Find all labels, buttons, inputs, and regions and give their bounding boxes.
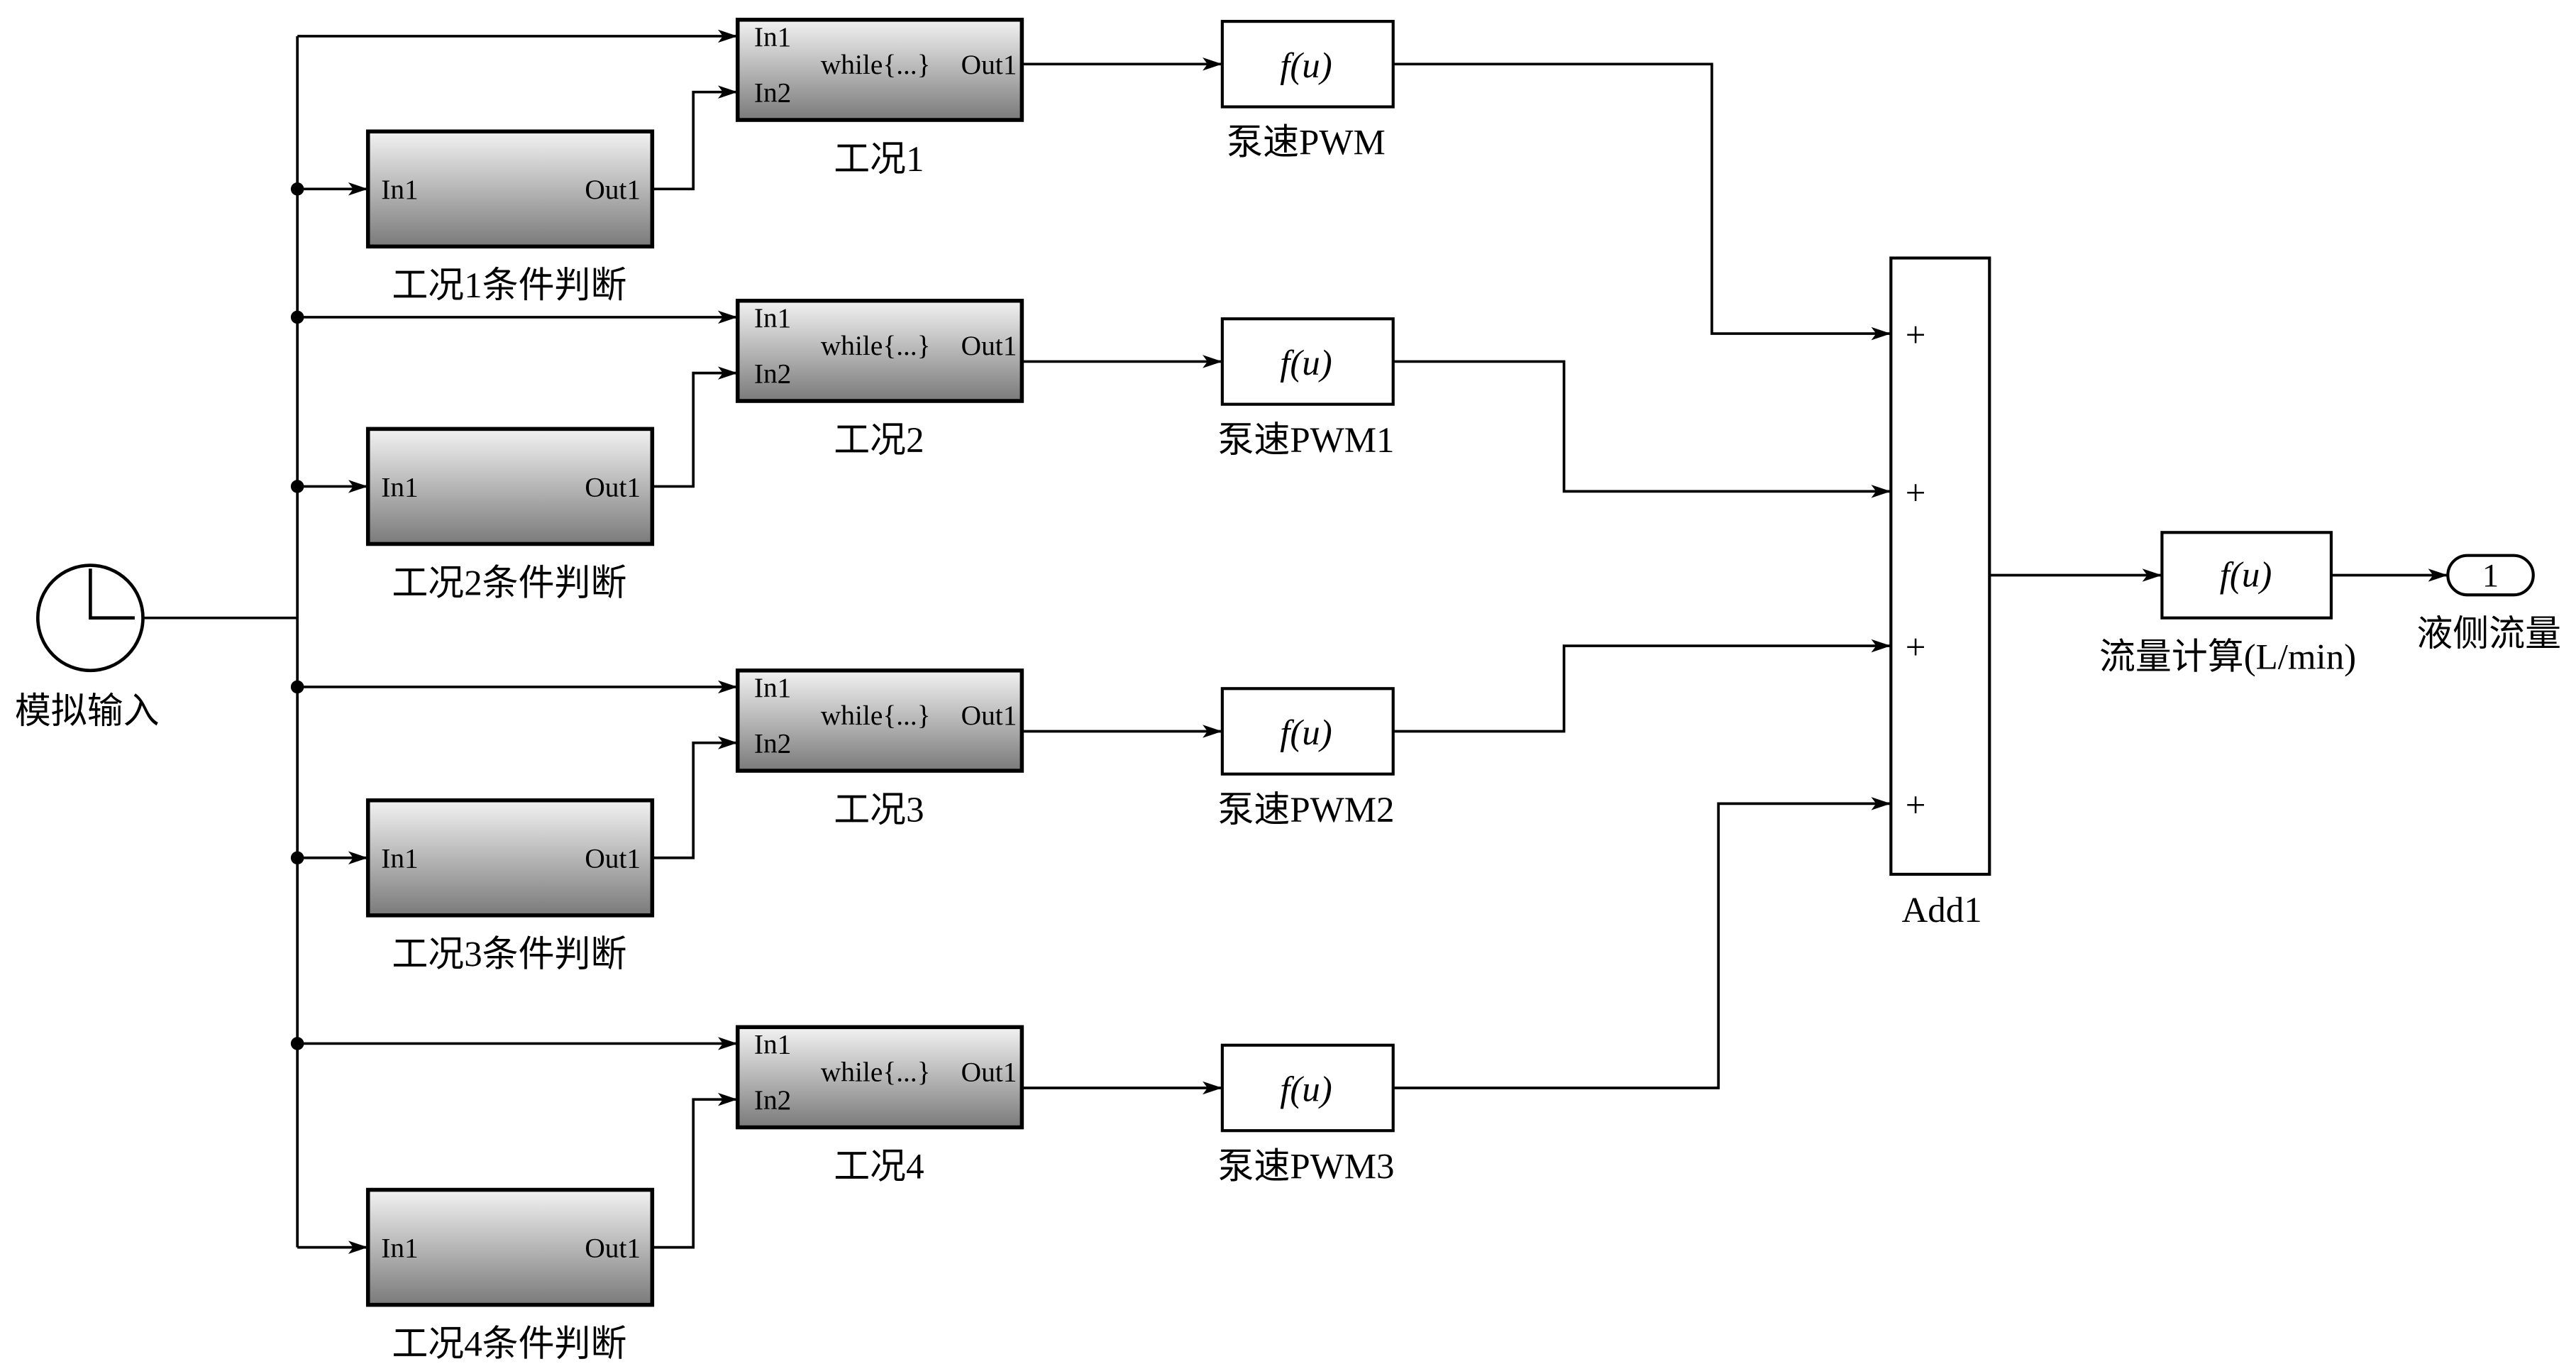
flow-fcn-label: 流量计算(L/min) bbox=[2099, 637, 2356, 677]
cond-to-while-line bbox=[652, 366, 738, 488]
while-in2-port: In2 bbox=[754, 77, 791, 109]
while-text: while{...} bbox=[821, 700, 931, 731]
junction-dot bbox=[290, 310, 304, 324]
sum-sign: + bbox=[1906, 316, 1926, 356]
while-block-label: 工况4 bbox=[834, 1147, 924, 1187]
add1-label: Add1 bbox=[1902, 891, 1982, 930]
while-out1-port: Out1 bbox=[961, 700, 1017, 731]
fcn-text: f(u) bbox=[1280, 1069, 1332, 1109]
fcn-to-sum-line bbox=[1393, 639, 1891, 733]
cond-to-while-line bbox=[652, 736, 738, 859]
cond-out1-port: Out1 bbox=[585, 1232, 641, 1263]
condition-subsystem-block[interactable] bbox=[365, 427, 655, 546]
while-subsystem-block[interactable] bbox=[735, 1025, 1024, 1130]
condition-block-label: 工况4条件判断 bbox=[392, 1324, 626, 1364]
condition-subsystem-block[interactable] bbox=[365, 129, 655, 249]
while-in2-port: In2 bbox=[754, 1084, 791, 1116]
junction-dot bbox=[290, 851, 304, 865]
junction-dot bbox=[290, 480, 304, 493]
while-in2-port: In2 bbox=[754, 358, 791, 390]
fcn-block[interactable] bbox=[1220, 20, 1395, 109]
clock-source-block[interactable] bbox=[35, 563, 145, 673]
clock-icon bbox=[89, 568, 135, 620]
cond-in1-port: In1 bbox=[381, 471, 418, 502]
while-block-label: 工况3 bbox=[834, 791, 924, 830]
while-out1-port: Out1 bbox=[961, 330, 1017, 361]
while-text: while{...} bbox=[821, 1057, 931, 1088]
while-block-label: 工况1 bbox=[834, 140, 924, 180]
while-in1-port: In1 bbox=[754, 302, 791, 334]
fcn-block-label: 泵速PWM1 bbox=[1217, 421, 1394, 461]
cond-to-while-line bbox=[652, 1092, 738, 1249]
while-out1-port: Out1 bbox=[961, 49, 1017, 80]
cond-to-while-line bbox=[652, 85, 738, 191]
cond-in1-port: In1 bbox=[381, 174, 418, 205]
flow-fcn-block[interactable] bbox=[2160, 531, 2333, 620]
while-text: while{...} bbox=[821, 330, 931, 361]
fcn-block-label: 泵速PWM2 bbox=[1217, 791, 1394, 830]
cond-out1-port: Out1 bbox=[585, 843, 641, 874]
sum-sign: + bbox=[1906, 786, 1926, 825]
fcn-text: f(u) bbox=[1280, 46, 1332, 86]
fcn-to-sum-line bbox=[1393, 360, 1891, 498]
sum-sign: + bbox=[1906, 473, 1926, 513]
fcn-to-sum-line bbox=[1393, 797, 1891, 1089]
fcn-text: f(u) bbox=[1280, 343, 1332, 383]
while-subsystem-block[interactable] bbox=[735, 298, 1024, 403]
flow-fcn-text: f(u) bbox=[2220, 556, 2272, 595]
fcn-block[interactable] bbox=[1220, 687, 1395, 776]
fcn-block[interactable] bbox=[1220, 317, 1395, 406]
outport-number: 1 bbox=[2482, 559, 2499, 595]
junction-dot bbox=[290, 182, 304, 196]
while-block-label: 工况2 bbox=[834, 421, 924, 461]
fcn-to-sum-line bbox=[1393, 62, 1891, 341]
condition-block-label: 工况1条件判断 bbox=[392, 266, 626, 306]
condition-block-label: 工况3条件判断 bbox=[392, 935, 626, 975]
fcn-text: f(u) bbox=[1280, 713, 1332, 753]
sum-sign: + bbox=[1906, 628, 1926, 668]
cond-in1-port: In1 bbox=[381, 1232, 418, 1263]
while-in1-port: In1 bbox=[754, 1028, 791, 1060]
fcn-block[interactable] bbox=[1220, 1043, 1395, 1133]
source-label: 模拟输入 bbox=[15, 692, 160, 732]
while-out1-port: Out1 bbox=[961, 1057, 1017, 1088]
cond-out1-port: Out1 bbox=[585, 471, 641, 502]
junction-dot bbox=[290, 680, 304, 694]
while-subsystem-block[interactable] bbox=[735, 18, 1024, 122]
fcn-block-label: 泵速PWM bbox=[1227, 123, 1386, 163]
condition-subsystem-block[interactable] bbox=[365, 798, 655, 918]
outport-block[interactable] bbox=[2446, 554, 2535, 597]
while-in1-port: In1 bbox=[754, 672, 791, 703]
while-in2-port: In2 bbox=[754, 728, 791, 759]
outport-label: 液侧流量 bbox=[2416, 615, 2561, 654]
condition-subsystem-block[interactable] bbox=[365, 1187, 655, 1307]
while-subsystem-block[interactable] bbox=[735, 669, 1024, 773]
cond-in1-port: In1 bbox=[381, 843, 418, 874]
while-text: while{...} bbox=[821, 49, 931, 80]
add1-block[interactable] bbox=[1889, 256, 1991, 876]
cond-out1-port: Out1 bbox=[585, 174, 641, 205]
condition-block-label: 工况2条件判断 bbox=[392, 563, 626, 603]
while-in1-port: In1 bbox=[754, 21, 791, 53]
fcn-block-label: 泵速PWM3 bbox=[1217, 1147, 1394, 1187]
junction-dot bbox=[290, 1037, 304, 1050]
